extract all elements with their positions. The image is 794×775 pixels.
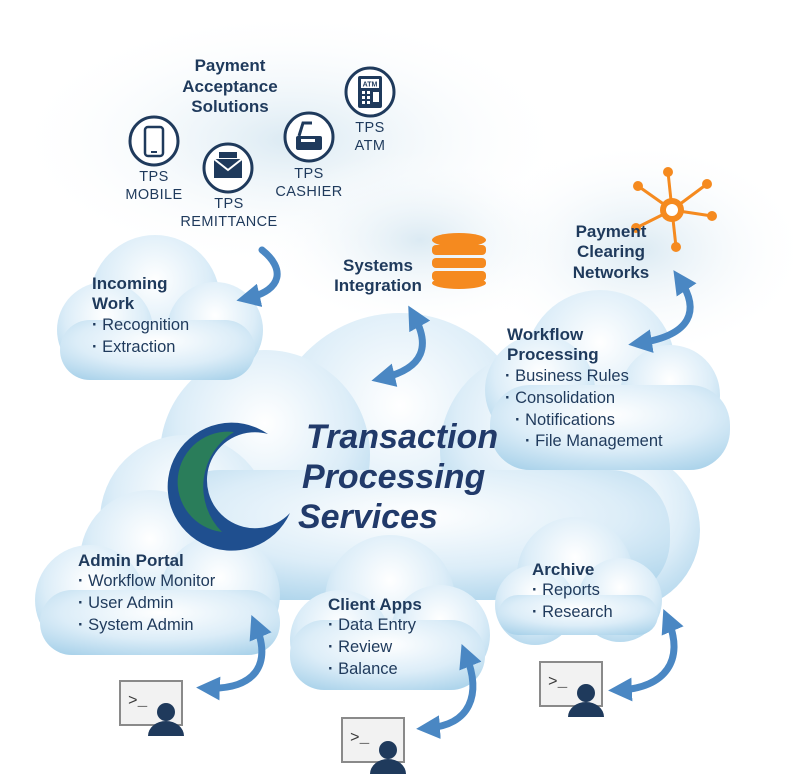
atm-screen-text: ATM: [363, 82, 378, 89]
workflow-processing-item: Notifications: [515, 410, 663, 432]
workflow-processing-title: Workflow Processing: [507, 325, 599, 366]
tps-cashier-label-line: TPS: [294, 166, 324, 182]
workflow-processing-item: Business Rules: [505, 366, 663, 388]
tps-remittance-label-line: REMITTANCE: [180, 214, 278, 231]
incoming-work-item: Extraction: [92, 337, 189, 359]
workflow-processing-item: Consolidation: [505, 388, 663, 410]
archive-terminal-icon: >_: [539, 661, 604, 717]
arrow-admin-terminal: [196, 615, 272, 701]
archive-item: Reports: [532, 580, 613, 602]
payment-clearing-label: Payment Clearing Networks: [556, 222, 666, 283]
mobile-phone-icon: [128, 115, 180, 167]
archive-block: Archive Reports Research: [532, 560, 613, 624]
tps-atm-label-line: ATM: [354, 138, 386, 155]
payment-clearing-line: Clearing: [576, 242, 646, 262]
arrow-client-terminal: [416, 643, 482, 740]
center-title-line: Transaction: [306, 418, 499, 456]
systems-integration-line: Systems: [343, 256, 413, 275]
workflow-processing-item: File Management: [525, 431, 662, 453]
client-apps-block: Client Apps Data Entry Review Balance: [328, 595, 422, 681]
tps-remittance-label-line: TPS: [214, 196, 244, 212]
center-title-line: Processing: [302, 457, 486, 496]
incoming-work-title-line: Incoming: [92, 274, 168, 293]
tps-atm-label-line: TPS: [355, 120, 385, 136]
admin-portal-title: Admin Portal: [78, 551, 184, 570]
workflow-processing-title-line: Workflow: [507, 325, 584, 344]
admin-portal-item: System Admin: [78, 615, 215, 637]
network-hub-icon: [631, 167, 717, 252]
payment-acceptance-title-line: Solutions: [191, 97, 269, 117]
archive-item: Research: [532, 602, 613, 624]
arrow-acceptance-to-incoming: [236, 246, 281, 307]
workflow-processing-title-line: Processing: [507, 345, 599, 365]
transaction-processing-services-title: Transaction Processing Services: [298, 418, 498, 537]
arrow-archive-terminal: [608, 609, 684, 702]
client-apps-title: Client Apps: [328, 595, 422, 614]
tps-cashier-label-line: CASHIER: [275, 184, 343, 201]
terminal-prompt: >_: [128, 692, 148, 710]
systems-integration-label: Systems Integration: [328, 256, 428, 297]
systems-integration-line: Integration: [334, 276, 422, 296]
client-terminal-icon: >_: [341, 717, 406, 774]
incoming-work-block: Incoming Work Recognition Extraction: [92, 274, 189, 358]
payment-clearing-line: Networks: [572, 262, 650, 282]
terminal-prompt: >_: [350, 729, 370, 747]
archive-list: Reports Research: [532, 580, 613, 624]
terminal-prompt: >_: [548, 673, 568, 691]
tps-mobile-label-line: TPS: [139, 169, 169, 185]
arrow-systems-integration: [371, 305, 431, 387]
incoming-work-title: Incoming Work: [92, 274, 189, 315]
admin-portal-item: User Admin: [78, 593, 215, 615]
tps-remittance-label: TPS REMITTANCE: [170, 195, 288, 231]
incoming-work-title-line: Work: [92, 294, 135, 314]
payment-acceptance-title-line: Payment: [194, 56, 266, 75]
incoming-work-item: Recognition: [92, 315, 189, 337]
client-apps-list: Data Entry Review Balance: [328, 615, 422, 680]
admin-terminal-icon: >_: [119, 680, 184, 736]
atm-machine-icon: ATM: [344, 66, 396, 118]
client-apps-item: Review: [328, 637, 422, 659]
center-title-line: Services: [298, 497, 438, 536]
archive-title: Archive: [532, 560, 595, 579]
admin-portal-block: Admin Portal Workflow Monitor User Admin…: [78, 551, 215, 637]
payment-clearing-line: Payment: [575, 222, 647, 241]
remittance-envelope-icon: [202, 142, 254, 194]
tps-mobile-label-line: MOBILE: [125, 187, 183, 204]
client-apps-item: Balance: [328, 659, 422, 681]
arrow-clearing-networks: [628, 270, 697, 353]
payment-acceptance-title-line: Acceptance: [182, 76, 278, 96]
client-apps-item: Data Entry: [328, 615, 422, 637]
admin-portal-item: Workflow Monitor: [78, 571, 215, 593]
workflow-processing-list: Business Rules Consolidation Notificatio…: [505, 366, 663, 453]
database-icon: [432, 233, 486, 289]
incoming-work-list: Recognition Extraction: [92, 315, 189, 359]
admin-portal-list: Workflow Monitor User Admin System Admin: [78, 571, 215, 636]
tps-atm-label: TPS ATM: [340, 119, 400, 155]
tps-mobile-label: TPS MOBILE: [110, 168, 198, 204]
tps-cashier-label: TPS CASHIER: [262, 165, 356, 201]
cashier-register-icon: [283, 111, 335, 163]
tps-logo: [167, 422, 290, 551]
payment-acceptance-title: Payment Acceptance Solutions: [170, 56, 290, 118]
